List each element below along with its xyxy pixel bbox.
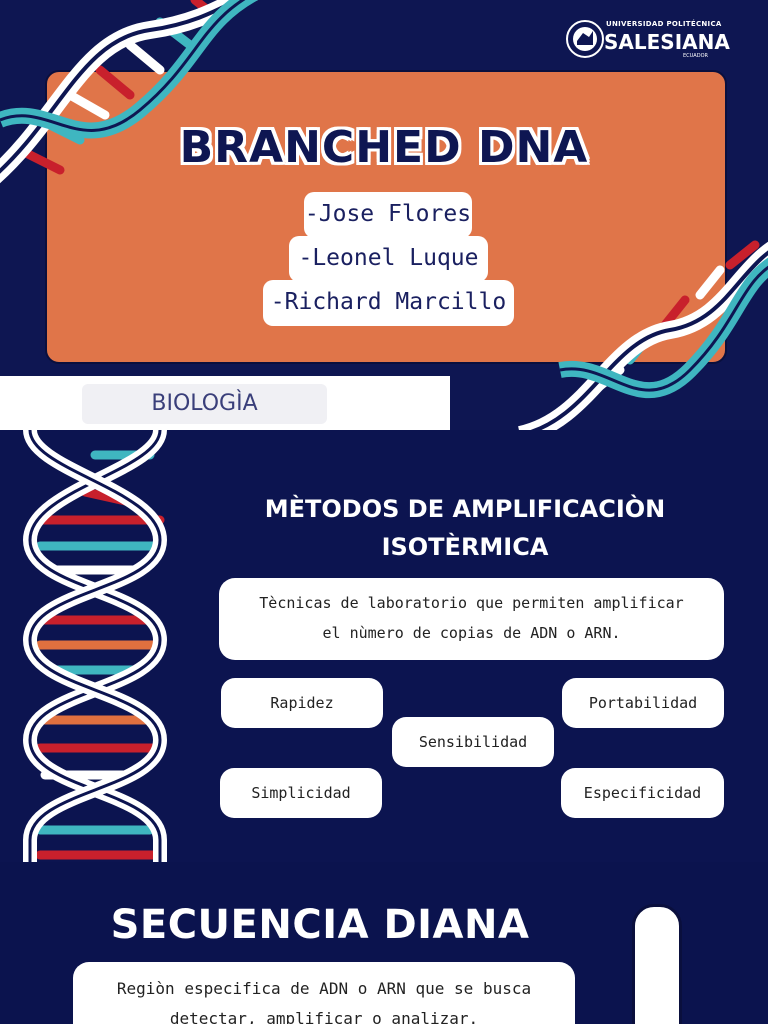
author-name: -Jose Flores (304, 192, 472, 238)
subject-label: BIOLOGÌA MOLECULAR (82, 384, 327, 424)
definition-line: Regiòn especifica de ADN o ARN que se bu… (116, 979, 532, 998)
feature-pill-especificidad: Especificidad (561, 768, 724, 818)
university-logo-icon (566, 20, 604, 58)
definition-box: Tècnicas de laboratorio que permiten amp… (219, 578, 724, 660)
author-name: -Richard Marcillo (263, 280, 514, 326)
section-title-line: ISOTÈRMICA (381, 533, 549, 561)
decorative-bar (632, 904, 682, 1024)
feature-pill-sensibilidad: Sensibilidad (392, 717, 554, 767)
feature-pill-portabilidad: Portabilidad (562, 678, 724, 728)
methods-slide: MÈTODOS DE AMPLIFICACIÒN ISOTÈRMICA Tècn… (0, 430, 768, 862)
title-slide: BRANCHED DNA -Jose Flores -Leonel Luque … (0, 0, 768, 430)
presentation-title: BRANCHED DNA (179, 122, 589, 173)
definition-line: el nùmero de copias de ADN o ARN. (322, 624, 621, 642)
logo-name: SALESIANA (604, 30, 730, 54)
section-title: MÈTODOS DE AMPLIFICACIÒN ISOTÈRMICA (230, 490, 700, 566)
dna-helix-icon (517, 240, 768, 430)
section-title: SECUENCIA DIANA (110, 902, 530, 948)
dna-helix-icon (22, 430, 168, 862)
feature-pill-simplicidad: Simplicidad (220, 768, 382, 818)
target-sequence-slide: SECUENCIA DIANA Regiòn especifica de ADN… (0, 862, 768, 1024)
definition-line: Tècnicas de laboratorio que permiten amp… (259, 594, 684, 612)
feature-pill-rapidez: Rapidez (221, 678, 383, 728)
logo-top-text: UNIVERSIDAD POLITÉCNICA (606, 20, 722, 28)
logo-subtext: ECUADOR (683, 53, 708, 59)
definition-line: detectar, amplificar o analizar. (169, 1009, 479, 1024)
author-name: -Leonel Luque (289, 236, 488, 282)
dna-helix-icon (0, 0, 259, 184)
section-title-line: MÈTODOS DE AMPLIFICACIÒN (264, 495, 666, 523)
definition-box: Regiòn especifica de ADN o ARN que se bu… (73, 962, 575, 1024)
